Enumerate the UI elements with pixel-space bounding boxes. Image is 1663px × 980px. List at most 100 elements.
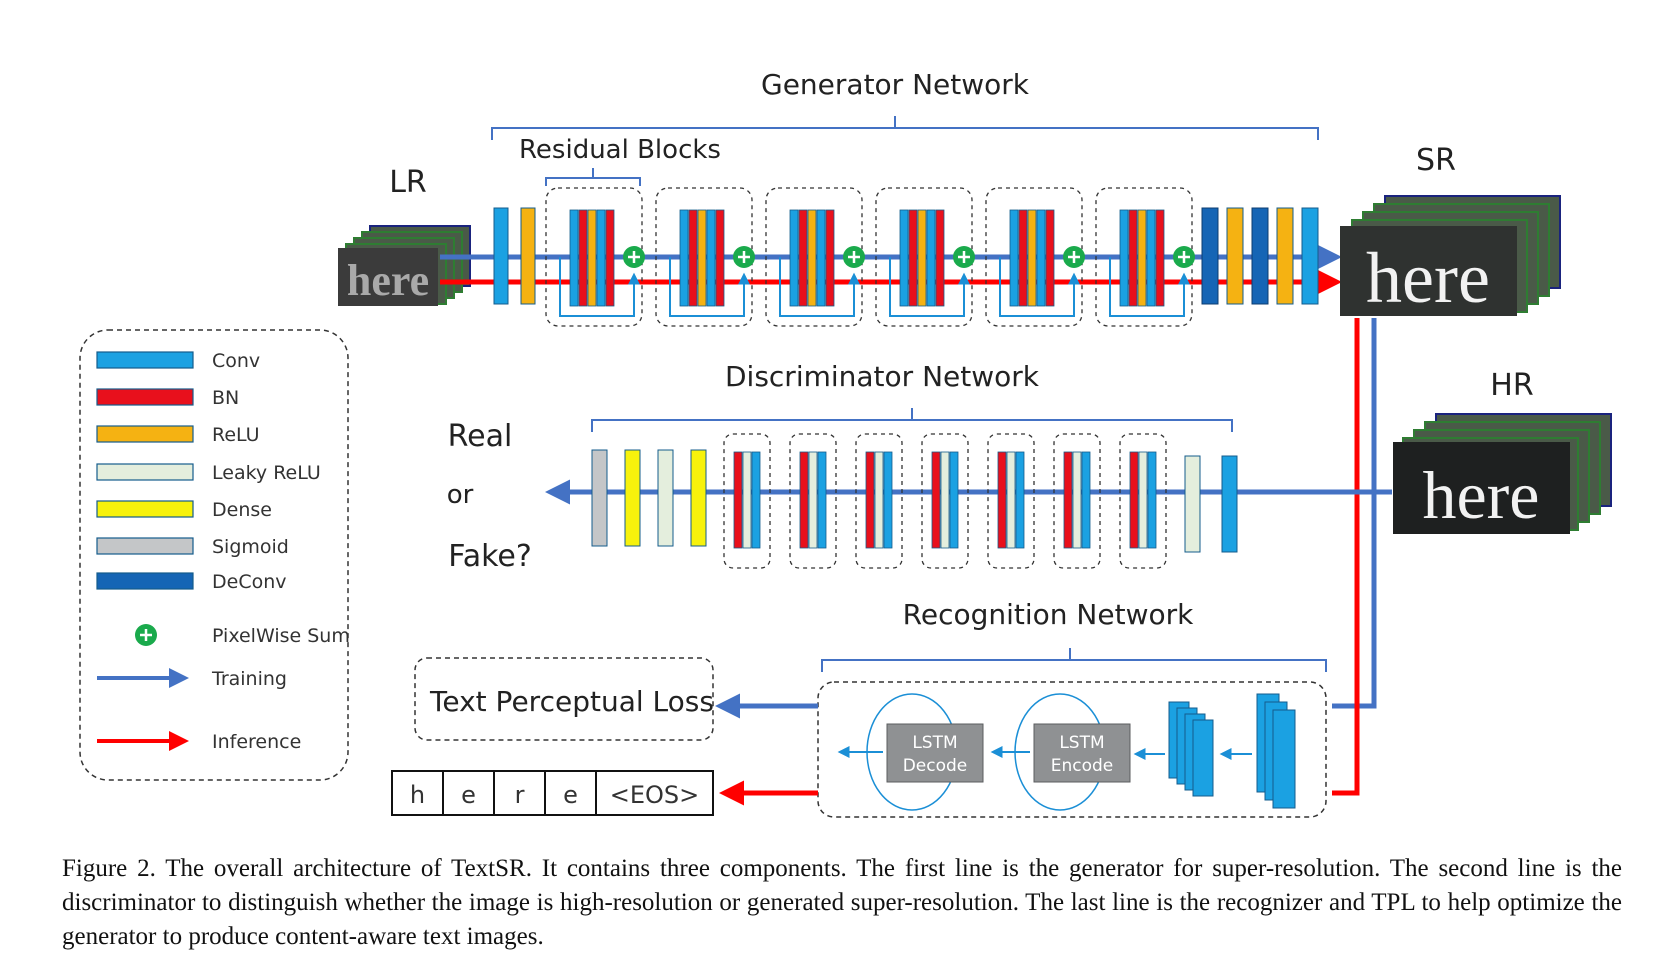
- bn-layer: [578, 209, 588, 307]
- bn-layer: [865, 451, 875, 549]
- discriminator-tail-layers: [1184, 455, 1238, 553]
- legend-label: Leaky ReLU: [212, 462, 321, 484]
- recognition-brace: [821, 648, 1327, 672]
- relu-layer: [520, 207, 536, 305]
- legend-item: PixelWise Sum: [135, 624, 350, 647]
- leaky-relu-layer: [808, 451, 818, 549]
- output-char: e: [461, 781, 476, 809]
- bn-layer: [799, 451, 809, 549]
- conv-layer: [493, 207, 509, 305]
- discriminator-block-frame: [987, 433, 1035, 569]
- conv-layer: [1036, 209, 1046, 307]
- conv-layer: [926, 209, 936, 307]
- relu-layer: [1137, 209, 1147, 307]
- relu-layer: [1027, 209, 1037, 307]
- hr-image-stack: here: [1393, 413, 1612, 534]
- skip-connection: [669, 257, 750, 317]
- sr-label: SR: [1416, 143, 1456, 178]
- legend-label: Sigmoid: [212, 536, 289, 558]
- discriminator-block-frame: [855, 433, 903, 569]
- legend-item: Leaky ReLU: [96, 462, 321, 484]
- dense-layer: [690, 449, 707, 547]
- output-char: h: [410, 781, 425, 809]
- sr-image-stack: here: [1340, 195, 1561, 318]
- discriminator-block-frame: [1053, 433, 1101, 569]
- relu-layer: [587, 209, 597, 307]
- hr-label: HR: [1490, 368, 1533, 403]
- discriminator-block-frame: [789, 433, 837, 569]
- recognition-title: Recognition Network: [903, 598, 1194, 631]
- hr-image-text: here: [1422, 457, 1539, 533]
- legend-item: ReLU: [96, 424, 260, 446]
- lstm-decode-label-1: LSTM: [912, 733, 957, 753]
- skip-connection: [1109, 257, 1190, 317]
- lstm-encode-label-1: LSTM: [1059, 733, 1104, 753]
- bn-layer: [1129, 451, 1139, 549]
- lr-image-text: here: [347, 256, 429, 305]
- residual-block: [655, 187, 755, 327]
- conv-layer: [817, 451, 827, 549]
- conv-layer: [949, 451, 959, 549]
- text-perceptual-loss-box: [414, 657, 714, 741]
- legend-label: Dense: [212, 499, 272, 521]
- sr-image-text: here: [1366, 238, 1490, 318]
- leaky-relu-layer: [1138, 451, 1148, 549]
- conv-layer: [706, 209, 716, 307]
- bn-layer: [908, 209, 918, 307]
- skip-connection: [559, 257, 640, 317]
- residual-block: [545, 187, 645, 327]
- discriminator-block-frame: [723, 433, 771, 569]
- relu-layer: [1226, 207, 1244, 305]
- leaky-relu-layer: [1184, 455, 1201, 553]
- legend-item: Sigmoid: [96, 536, 289, 558]
- sr-to-recognition-inference-line: [1332, 318, 1360, 796]
- conv-layer: [1119, 209, 1129, 307]
- discriminator-blocks: [723, 433, 1167, 569]
- conv-layer: [816, 209, 826, 307]
- discriminator-block: [987, 433, 1035, 569]
- lstm-decode-box: [886, 723, 984, 783]
- generator-tail-layers: [1201, 207, 1319, 305]
- legend-item: Dense: [96, 499, 272, 521]
- recognizer-conv-stack-small: [1168, 701, 1214, 797]
- leaky-relu-layer: [940, 451, 950, 549]
- legend-swatch: [96, 388, 194, 406]
- leaky-relu-layer: [874, 451, 884, 549]
- leaky-relu-layer: [657, 449, 674, 547]
- sr-to-recognition-training-line: [1332, 318, 1377, 709]
- legend-swatch: [96, 351, 194, 369]
- bn-layer: [715, 209, 725, 307]
- discriminator-head-layers: [591, 449, 707, 547]
- discriminator-block: [1053, 433, 1101, 569]
- residual-block: [765, 187, 865, 327]
- bn-layer: [1063, 451, 1073, 549]
- legend-label: ReLU: [212, 424, 260, 446]
- residual-block: [985, 187, 1085, 327]
- text-perceptual-loss-label: Text Perceptual Loss: [429, 685, 714, 718]
- discriminator-block: [1119, 433, 1167, 569]
- legend-label: Inference: [212, 731, 301, 753]
- bn-layer: [1155, 209, 1165, 307]
- conv-layer: [1221, 455, 1238, 553]
- conv-layer: [899, 209, 909, 307]
- conv-layer: [679, 209, 689, 307]
- relu-layer: [807, 209, 817, 307]
- residual-blocks-brace: [545, 168, 641, 186]
- textsr-architecture-diagram: Generator Network Residual Blocks LR her…: [79, 68, 1612, 818]
- legend-item: Conv: [96, 350, 260, 372]
- legend-item: DeConv: [96, 571, 287, 593]
- legend-item: Inference: [97, 731, 301, 753]
- discriminator-title: Discriminator Network: [725, 360, 1040, 393]
- bn-layer: [733, 451, 743, 549]
- bn-layer: [997, 451, 1007, 549]
- generator-head-layers: [493, 207, 536, 305]
- deconv-layer: [1251, 207, 1269, 305]
- discriminator-block: [723, 433, 771, 569]
- bn-layer: [1128, 209, 1138, 307]
- recognition-box: [817, 681, 1327, 818]
- discriminator-block: [921, 433, 969, 569]
- output-char: <EOS>: [610, 781, 700, 809]
- lstm-encode-label-2: Encode: [1051, 756, 1114, 776]
